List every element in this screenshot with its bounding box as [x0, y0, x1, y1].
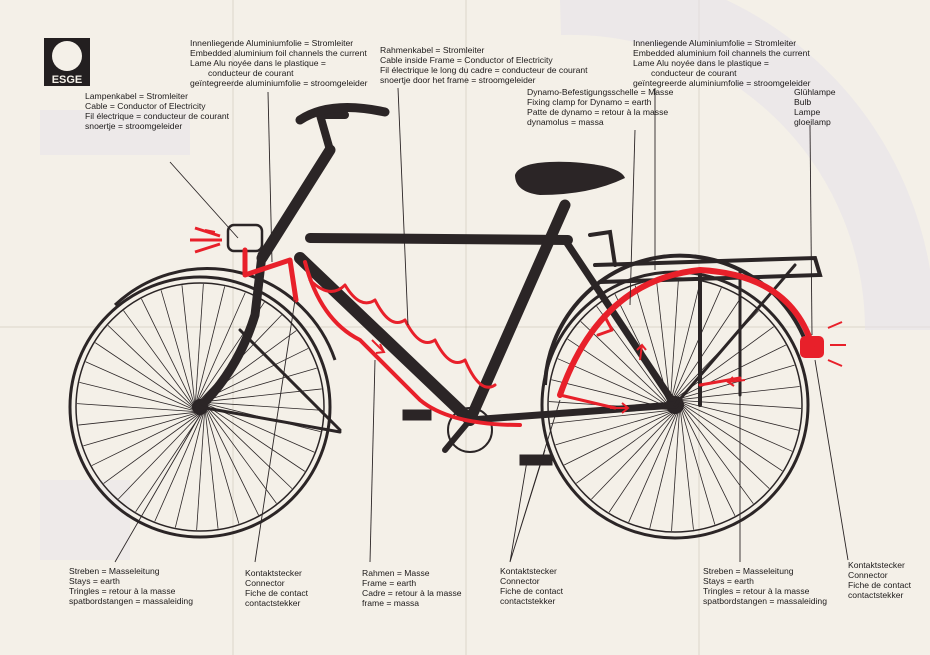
- spoke: [195, 284, 204, 404]
- front-wheel: [68, 275, 332, 539]
- spoke: [680, 403, 770, 489]
- direction-arrow: [371, 339, 386, 354]
- front-mudguard: [113, 267, 337, 361]
- spoke: [201, 367, 317, 402]
- spoke: [135, 412, 203, 513]
- spoke: [205, 408, 240, 524]
- spoke: [83, 412, 199, 447]
- direction-arrow: [726, 376, 746, 387]
- spoke: [77, 403, 197, 412]
- spoke: [580, 321, 670, 407]
- spoke: [670, 279, 679, 402]
- spoke: [205, 405, 293, 489]
- spoke: [680, 402, 783, 472]
- logo-text: ESGE: [52, 74, 83, 86]
- spoke: [205, 406, 277, 504]
- direction-arrow: [636, 343, 647, 361]
- spoke: [181, 285, 196, 405]
- spoke: [670, 281, 701, 401]
- spoke: [672, 297, 742, 400]
- spoke: [679, 400, 799, 431]
- esge-logo: ESGE: [44, 38, 90, 86]
- fold-line: [0, 326, 930, 328]
- spoke: [79, 381, 196, 412]
- label-foil-front: Innenliegende Aluminiumfolie = Stromleit…: [190, 38, 368, 88]
- spoke: [107, 325, 195, 409]
- label-foil-rear: Innenliegende Aluminiumfolie = Stromleit…: [633, 38, 811, 88]
- spoke: [550, 409, 673, 424]
- spoke: [680, 405, 736, 516]
- spoke: [649, 409, 680, 529]
- spoke: [141, 298, 195, 407]
- spoke: [204, 409, 219, 529]
- spoke: [591, 410, 677, 500]
- spoke: [205, 407, 259, 516]
- spoke: [656, 280, 671, 403]
- spoke: [576, 410, 676, 484]
- spoke: [85, 361, 195, 411]
- spoke: [160, 290, 195, 406]
- spoke: [564, 410, 675, 466]
- spoke: [608, 410, 678, 513]
- bicycle-frame: [195, 103, 823, 466]
- spoke: [680, 404, 754, 504]
- spoke: [680, 401, 793, 452]
- spoke: [174, 411, 205, 528]
- spoke: [203, 402, 323, 411]
- direction-arrow: [610, 402, 630, 414]
- spoke: [103, 412, 201, 484]
- spoke: [628, 410, 679, 523]
- leader-lines: [114, 87, 849, 563]
- spoke: [671, 408, 680, 531]
- spoke: [679, 407, 694, 530]
- spoke: [154, 412, 204, 522]
- fold-line: [465, 0, 467, 655]
- spoke: [676, 364, 795, 400]
- spoke: [78, 411, 198, 426]
- spoke: [123, 310, 195, 408]
- spoke: [94, 342, 195, 410]
- fold-line: [232, 0, 234, 655]
- spoke: [196, 410, 205, 530]
- wiring: [242, 247, 815, 427]
- saddle: [515, 161, 625, 195]
- spoke: [91, 412, 200, 466]
- spoke: [557, 358, 670, 409]
- front-lamp: [190, 223, 264, 254]
- spoke: [675, 344, 786, 400]
- spoke: [680, 406, 716, 525]
- spoke: [118, 412, 202, 500]
- spoke: [196, 292, 246, 402]
- spoke: [671, 287, 722, 400]
- spoke: [567, 338, 670, 408]
- spoke: [195, 286, 226, 403]
- spoke: [555, 410, 674, 446]
- spoke: [205, 404, 306, 472]
